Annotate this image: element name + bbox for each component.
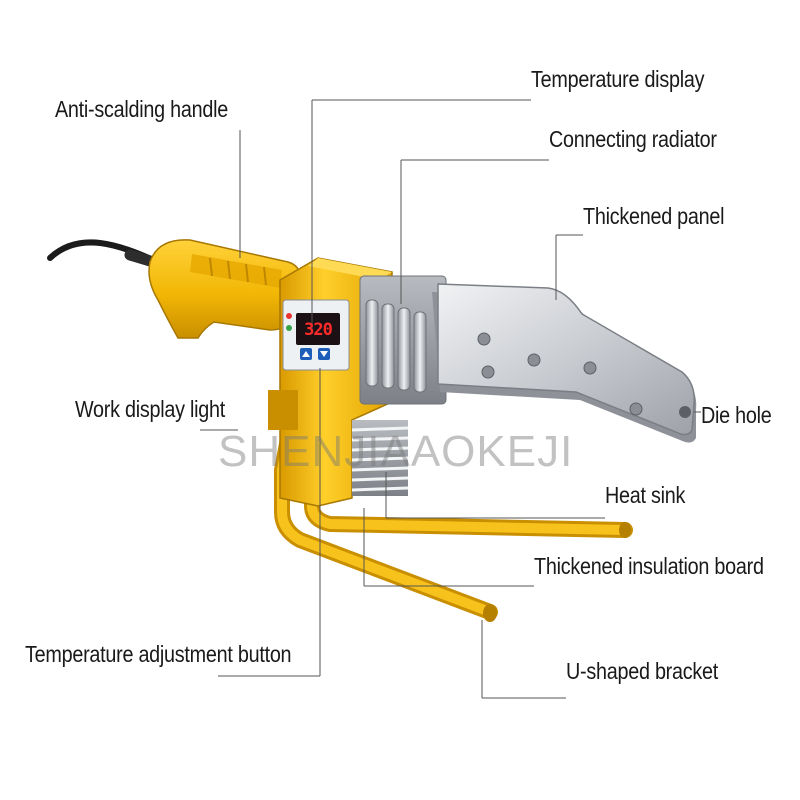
anti-scalding-handle	[148, 239, 301, 339]
label-temperature-display: Temperature display	[531, 66, 705, 92]
label-u-shaped-bracket: U-shaped bracket	[566, 658, 719, 684]
connecting-radiator	[359, 275, 447, 405]
label-anti-scalding-handle: Anti-scalding handle	[55, 96, 228, 122]
label-thickened-insulation-board: Thickened insulation board	[534, 553, 764, 579]
thickened-panel	[432, 283, 697, 443]
label-work-display-light: Work display light	[75, 396, 226, 422]
label-heat-sink: Heat sink	[605, 482, 686, 508]
heat-sink	[351, 420, 409, 496]
die-hole	[679, 406, 691, 418]
label-temperature-adjustment-button: Temperature adjustment button	[25, 641, 292, 667]
watermark: SHENJIAAOKEJI	[218, 427, 574, 476]
label-connecting-radiator: Connecting radiator	[549, 126, 717, 152]
label-thickened-panel: Thickened panel	[583, 203, 725, 229]
label-die-hole: Die hole	[701, 402, 772, 428]
temperature-readout: 320	[304, 320, 333, 340]
u-shaped-bracket	[274, 389, 633, 622]
leader-lines	[200, 99, 701, 699]
